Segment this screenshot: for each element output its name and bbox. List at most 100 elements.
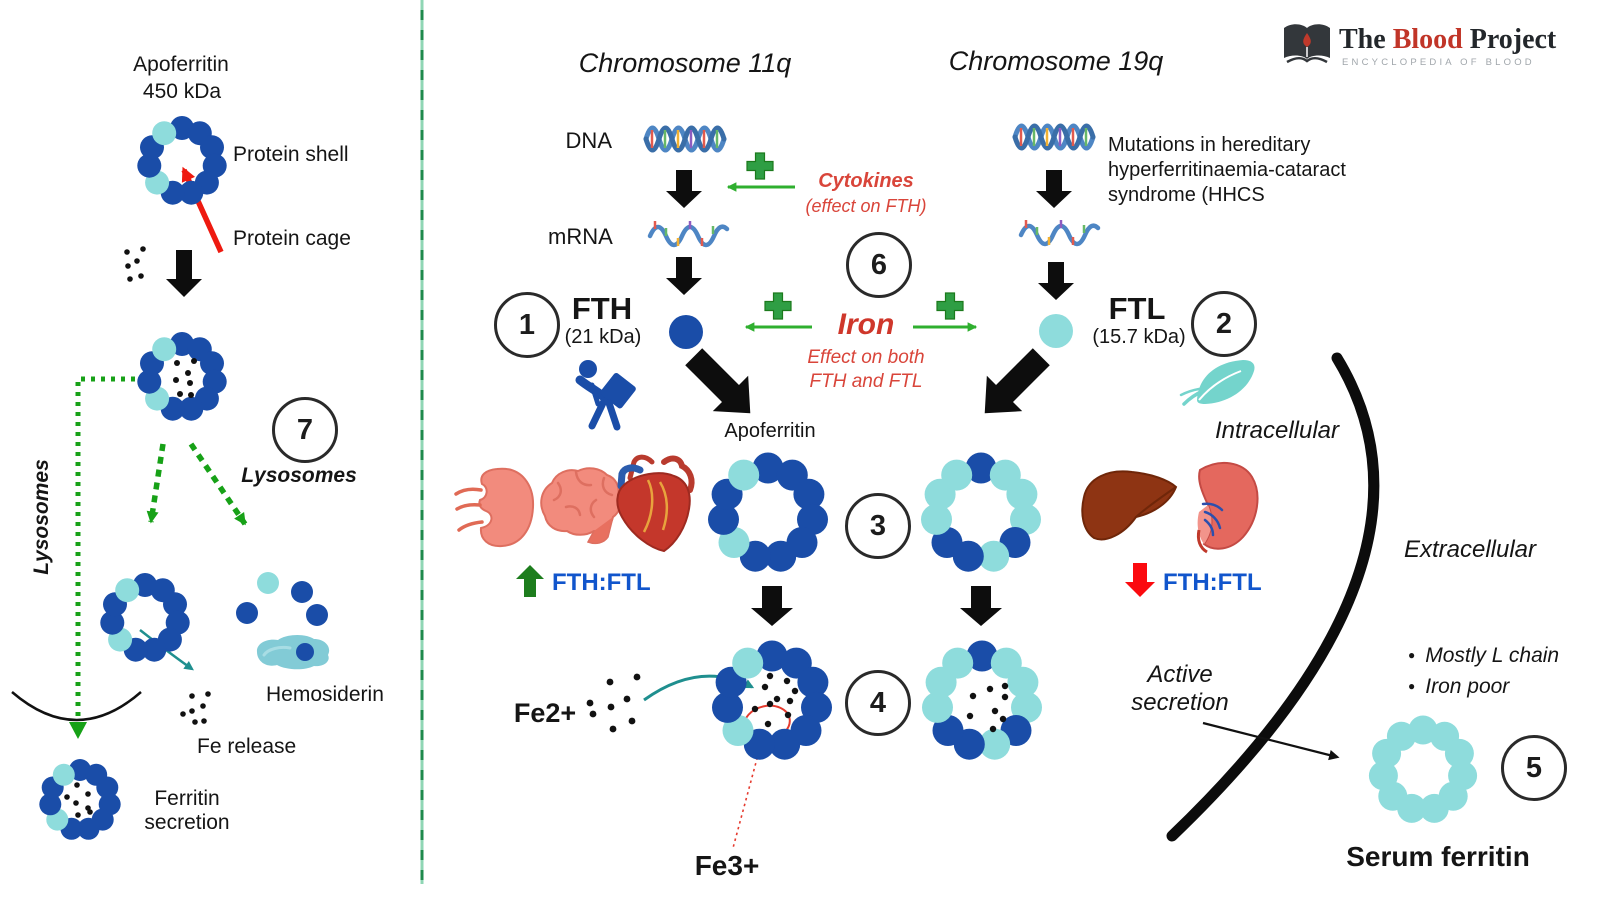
step-5-badge: 5 [1501,735,1567,801]
fe2-label: Fe2+ [513,698,577,728]
mutations-line1: Mutations in hereditary [1108,134,1311,156]
fth-ftl-ratio-right: FTH:FTL [1163,569,1262,596]
ferritin-secretion-line1: Ferritin [154,787,220,810]
open-book-blood-drop-icon [1284,24,1330,64]
fth-subunit-dot [669,315,703,349]
fe3-label: Fe3+ [694,850,760,881]
serum-ferritin-label: Serum ferritin [1346,841,1530,872]
protein-cage-iron-dots [124,246,146,282]
mrna-icon-19q [1021,220,1098,245]
down-arrow [666,257,702,295]
ferritin-secretion-label: Ferritin secretion [144,787,229,835]
logo-project: Project [1462,24,1557,55]
lysosome-dotted-path [69,376,135,739]
fe-release-label: Fe release [197,735,297,758]
active-secretion-line2: secretion [1131,688,1229,716]
plus-icon [764,292,792,320]
bullet-dot: ● [1408,679,1416,693]
fe-release-teal-arrow [139,629,194,671]
cell-membrane-curve [1166,352,1380,842]
logo-title: The Blood Project [1339,24,1556,56]
fth-mass-label: (21 kDa) [564,326,642,348]
mutations-line3: syndrome (HHCS [1108,184,1265,206]
apoferritin-l-rich-ring [921,452,1041,572]
dna-icon-11q [646,128,724,150]
brain-icon [540,467,622,545]
step-4-badge: 4 [845,670,911,736]
down-arrow [166,250,202,297]
step-7-badge: 7 [272,397,338,463]
heart-icon [616,454,695,553]
plus-icon [746,152,774,180]
up-arrow-green [516,565,544,597]
fth-ftl-ratio-left: FTH:FTL [552,569,651,596]
dna-label: DNA [565,128,612,153]
step-2-badge: 2 [1191,291,1257,357]
down-arrow [1038,262,1074,300]
filled-l-ring-iron-core [966,682,1009,733]
fth-label: FTH [571,291,633,326]
iron-sub1-label: Effect on both [807,347,925,368]
filled-h-ring-iron-core [751,672,799,728]
logo-tagline: ENCYCLOPEDIA OF BLOOD [1342,57,1535,68]
ferritin-ring-left-filled [137,332,227,421]
apoferritin-label: Apoferritin [724,420,816,442]
step-1-badge: 1 [494,292,560,358]
feather-icon [1179,360,1255,406]
lysosome-dashed-arrow-right [188,442,248,526]
down-arrow [1036,170,1072,208]
ferritin-ring-lysosome [100,573,190,662]
bullet-1-text: Mostly L chain [1425,644,1560,667]
chromosome-19q-heading: Chromosome 19q [948,46,1164,76]
ftl-label: FTL [1108,291,1166,326]
down-arrow-red [1125,563,1155,597]
serum-bullet-1: ● Mostly L chain [1408,644,1559,668]
dna-icon-19q [1015,126,1093,148]
protein-shell-label: Protein shell [233,143,349,166]
bullet-dot: ● [1408,648,1416,662]
liver-icon [1081,470,1178,541]
ferritin-secretion-line2: secretion [144,811,230,835]
cytokines-label: Cytokines [818,170,914,192]
extracellular-label: Extracellular [1403,536,1537,563]
ferritin-l-rich-ring [922,640,1042,760]
fe2-ion-dots [586,673,641,733]
intracellular-label: Intracellular [1214,417,1340,444]
down-arrow [751,586,793,626]
lysosomes-label: Lysosomes [241,464,357,487]
active-secretion-label: Active secretion [1131,661,1228,716]
apoferritin-mass: 450 kDa [142,80,222,103]
hhcs-mutations-text: Mutations in hereditary hyperferritinaem… [1108,133,1346,208]
apoferritin-title: Apoferritin [133,53,229,76]
iron-sub2-label: FTH and FTL [809,371,923,392]
diagonal-arrow-ftl [984,348,1050,414]
kidney-icon [454,467,535,548]
active-secretion-arrow [1202,721,1340,761]
protein-cage-label: Protein cage [233,227,351,250]
lysosome-dashed-arrow-left [146,443,166,524]
down-arrow [666,170,702,208]
down-arrow [960,586,1002,626]
person-carrying-load-icon [575,360,636,431]
ferritin-secretion-ring [39,759,121,840]
active-secretion-line1: Active [1147,661,1213,688]
fe-release-dots [180,691,211,725]
membrane-arc-left [11,691,142,722]
ferritin-h-rich-ring [712,640,832,760]
step-3-badge: 3 [845,493,911,559]
hemosiderin-label: Hemosiderin [266,683,384,706]
iron-label: Iron [837,308,895,341]
hemosiderin-partial-ring [236,572,328,626]
chromosome-11q-heading: Chromosome 11q [578,48,792,78]
cytokines-sub-label: (effect on FTH) [805,196,927,216]
ftl-mass-label: (15.7 kDa) [1092,326,1186,348]
logo-blood: Blood [1392,24,1463,55]
step-6-badge: 6 [846,232,912,298]
spleen-icon [1196,462,1259,554]
secretion-ring-iron-core [64,782,93,818]
lysosomes-vertical-label: Lysosomes [29,459,53,575]
hemosiderin-blob-icon [256,634,330,670]
mrna-icon-11q [650,221,727,246]
